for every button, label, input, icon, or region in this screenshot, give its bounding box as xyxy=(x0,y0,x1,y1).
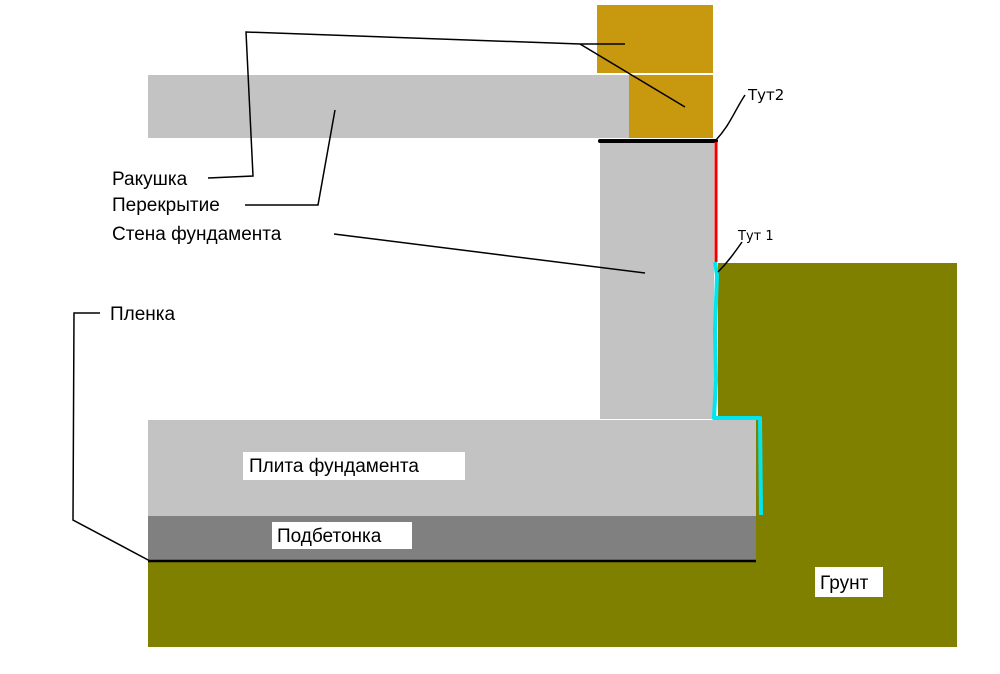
leader-foundation-wall xyxy=(333,233,646,274)
label-here1: Тут 1 xyxy=(737,229,774,244)
leader-here1 xyxy=(717,241,743,273)
leader-film xyxy=(72,312,151,562)
label-soil: Грунт xyxy=(820,573,869,594)
label-shell-rock: Ракушка xyxy=(112,169,188,190)
soil-block-upper xyxy=(718,263,957,563)
floor-slab xyxy=(148,75,629,138)
shell-rock-block-top xyxy=(597,5,713,73)
label-foundation-wall: Стена фундамента xyxy=(112,224,282,245)
leader-here2 xyxy=(715,94,746,141)
label-film: Пленка xyxy=(110,304,176,325)
foundation-wall xyxy=(600,142,714,419)
label-floor-slab: Перекрытие xyxy=(112,195,220,216)
label-bg-soil xyxy=(815,567,883,597)
cyan-waterproofing-line xyxy=(712,261,763,516)
leader-shell-rock xyxy=(207,31,686,179)
leader-floor-slab xyxy=(245,109,336,206)
label-concrete-prep: Подбетонка xyxy=(277,526,382,547)
shell-rock-block-bottom xyxy=(629,75,713,138)
label-here2: Тут2 xyxy=(747,86,784,104)
label-bg-concrete-prep xyxy=(272,522,412,549)
label-bg-foundation-plate xyxy=(243,452,465,480)
concrete-prep-layer xyxy=(148,516,756,561)
leader-lines xyxy=(72,31,746,562)
label-foundation-plate: Плита фундамента xyxy=(249,456,419,477)
